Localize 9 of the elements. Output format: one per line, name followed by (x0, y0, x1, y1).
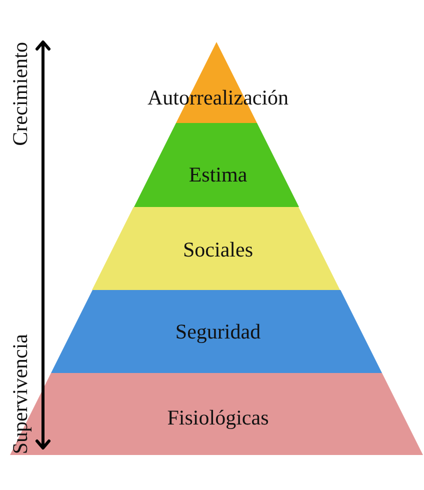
pyramid-tier (134, 123, 298, 207)
pyramid-tier (50, 290, 382, 373)
tier-label: Fisiológicas (167, 408, 269, 428)
tier-label: Sociales (183, 240, 253, 260)
pyramid-tier (92, 207, 340, 290)
side-label: Crecimiento (10, 42, 31, 146)
side-label: Supervivencia (10, 334, 31, 454)
tier-label: Seguridad (175, 322, 261, 342)
tier-label: Estima (188, 164, 248, 186)
